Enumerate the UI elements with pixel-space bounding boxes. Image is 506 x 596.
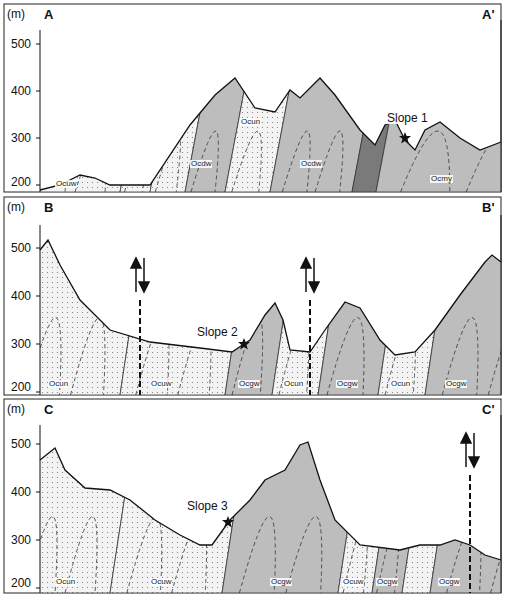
section-letter: B' xyxy=(482,201,494,214)
fold-trace xyxy=(71,318,105,396)
formation-code: Ocuw xyxy=(150,578,172,586)
formation-code: Ocgw xyxy=(336,380,358,388)
fold-trace xyxy=(75,131,107,192)
axis-label: 500 xyxy=(11,242,31,254)
axis-label: (m) xyxy=(7,201,25,213)
fold-trace xyxy=(232,131,262,192)
axis-label: 300 xyxy=(11,132,31,144)
formation-code: Ocgw xyxy=(438,578,460,586)
axis-label: (m) xyxy=(7,403,25,415)
panel-frame xyxy=(4,399,501,593)
fold-trace xyxy=(172,517,207,594)
fold-trace xyxy=(327,318,364,396)
section-letter: B xyxy=(44,201,53,214)
stratum-band xyxy=(20,60,145,192)
formation-code: Ocun xyxy=(390,380,411,388)
fold-trace xyxy=(442,318,478,396)
formation-code: Ocun xyxy=(55,578,76,586)
formation-code: Ocgw xyxy=(238,380,260,388)
axis-label: 500 xyxy=(11,38,31,50)
slope-marker xyxy=(222,132,411,528)
slope-label: Slope 3 xyxy=(186,500,229,512)
fold-trace xyxy=(279,318,309,396)
slope-label: Slope 1 xyxy=(386,112,429,124)
fold-trace xyxy=(125,131,148,192)
formation-code: Ocuw xyxy=(150,380,172,388)
terrain-profile xyxy=(40,240,501,355)
axis-label: 500 xyxy=(11,438,31,450)
strata xyxy=(20,60,506,192)
section-letter: C xyxy=(44,403,53,416)
formation-code: Ocuw xyxy=(342,578,364,586)
fold-trace xyxy=(191,131,218,192)
terrain-profile xyxy=(40,442,501,560)
axis-label: 300 xyxy=(11,534,31,546)
formation-code: Ocdw xyxy=(300,160,322,168)
formation-code: Ocgw xyxy=(445,380,467,388)
stratum-band xyxy=(425,230,506,395)
stratum-band xyxy=(430,430,506,593)
strata xyxy=(10,430,506,593)
formation-code: Ocun xyxy=(48,380,69,388)
axis-label: 400 xyxy=(11,85,31,97)
fault-line xyxy=(140,300,470,593)
formation-code: Ocun xyxy=(240,118,261,126)
section-letter: A' xyxy=(482,8,494,21)
slope-label: Slope 2 xyxy=(196,326,239,338)
terrain-profile xyxy=(40,78,501,190)
formation-code: Ocdw xyxy=(190,160,212,168)
fold-trace xyxy=(466,131,506,192)
formation-code: Ocgw xyxy=(270,578,292,586)
elevation-axis xyxy=(36,20,501,593)
formation-code: Ocgw xyxy=(376,578,398,586)
fold-trace xyxy=(488,318,506,396)
axis-label: (m) xyxy=(7,8,25,20)
axis-label: 200 xyxy=(11,381,31,393)
panel-frame xyxy=(4,197,501,395)
fold-trace xyxy=(385,318,416,396)
fault-motion-arrows xyxy=(131,258,479,467)
formation-code: Ocun xyxy=(283,380,304,388)
axis-label: 200 xyxy=(11,176,31,188)
axis-label: 300 xyxy=(11,338,31,350)
formation-code: Ocuw xyxy=(55,180,77,188)
section-letter: A xyxy=(44,8,53,21)
strata xyxy=(10,230,506,395)
fold-trace xyxy=(377,517,400,594)
fold-trace xyxy=(155,131,180,192)
axis-label: 400 xyxy=(11,486,31,498)
fold-trace xyxy=(491,517,506,594)
formation-code: Ocmy xyxy=(430,175,453,183)
axis-label: 400 xyxy=(11,290,31,302)
axis-label: 200 xyxy=(11,577,31,589)
stratum-band xyxy=(376,60,506,192)
section-letter: C' xyxy=(482,403,494,416)
